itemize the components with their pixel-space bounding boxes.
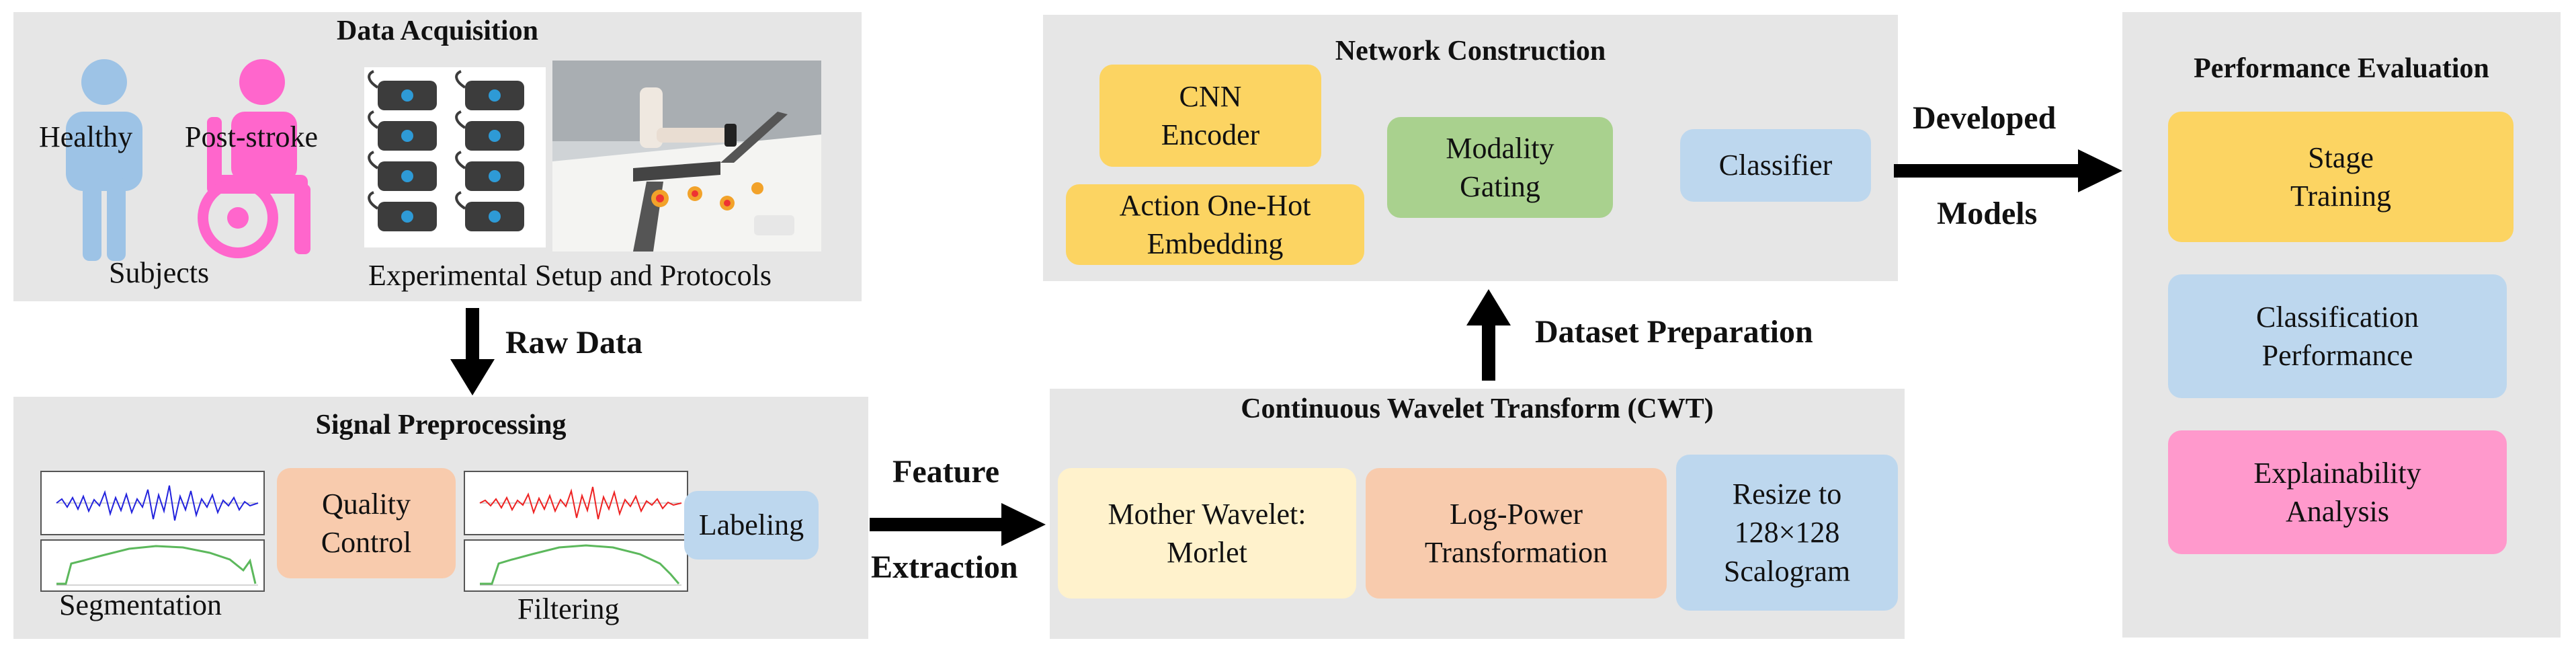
extraction-label: Extraction — [871, 549, 1018, 585]
dataset-preparation-label: Dataset Preparation — [1535, 314, 1813, 350]
filtering-envelope-plot — [464, 539, 688, 592]
sensor-grid-image — [364, 67, 546, 247]
person-icon — [66, 59, 142, 261]
action-embedding-box: Action One-Hot Embedding — [1066, 184, 1364, 265]
up-arrow-icon — [1466, 289, 1511, 381]
performance-evaluation-panel: Performance Evaluation Stage Training Cl… — [2122, 12, 2561, 638]
developed-label: Developed — [1913, 100, 2056, 136]
raw-emg-signal-plot — [40, 471, 265, 535]
data-acquisition-title: Data Acquisition — [337, 15, 538, 46]
log-power-box: Log-Power Transformation — [1366, 468, 1667, 599]
cwt-title: Continuous Wavelet Transform (CWT) — [1241, 393, 1714, 424]
signal-preprocessing-title: Signal Preprocessing — [315, 410, 567, 440]
classification-performance-box: Classification Performance — [2168, 274, 2507, 398]
post-stroke-label: Post-stroke — [185, 120, 318, 153]
classifier-box: Classifier — [1680, 129, 1871, 202]
signal-preprocessing-panel: Signal Preprocessing Segmentation Qualit… — [13, 397, 868, 639]
labeling-box: Labeling — [684, 491, 819, 560]
modality-gating-box: Modality Gating — [1387, 117, 1613, 218]
cwt-panel: Continuous Wavelet Transform (CWT) Mothe… — [1050, 389, 1905, 639]
wheelchair-user-icon — [198, 59, 310, 258]
explainability-analysis-box: Explainability Analysis — [2168, 430, 2507, 554]
setup-label: Experimental Setup and Protocols — [368, 259, 772, 292]
network-construction-panel: Network Construction CNN Encoder Action … — [1043, 15, 1898, 281]
mother-wavelet-box: Mother Wavelet: Morlet — [1058, 468, 1356, 599]
network-construction-title: Network Construction — [1335, 36, 1606, 67]
right-arrow-icon — [870, 503, 1046, 546]
filtering-label: Filtering — [517, 592, 620, 625]
healthy-label: Healthy — [39, 120, 133, 153]
resize-scalogram-box: Resize to 128×128 Scalogram — [1676, 455, 1898, 611]
performance-evaluation-title: Performance Evaluation — [2194, 53, 2489, 84]
down-arrow-icon — [450, 308, 495, 395]
subjects-label: Subjects — [109, 256, 210, 289]
stage-training-box: Stage Training — [2168, 112, 2513, 242]
filtered-emg-signal-plot — [464, 471, 688, 535]
data-acquisition-panel: Data Acquisition Healthy Post-stroke Sub… — [13, 12, 862, 301]
segmentation-envelope-plot — [40, 539, 265, 592]
raw-data-label: Raw Data — [505, 325, 642, 360]
models-label: Models — [1937, 196, 2038, 231]
experimental-setup-photo — [552, 61, 821, 252]
cnn-encoder-box: CNN Encoder — [1099, 65, 1321, 167]
segmentation-label: Segmentation — [59, 588, 222, 621]
right-arrow-icon — [1894, 149, 2122, 192]
quality-control-box: Quality Control — [277, 468, 456, 578]
feature-label: Feature — [892, 454, 1000, 490]
